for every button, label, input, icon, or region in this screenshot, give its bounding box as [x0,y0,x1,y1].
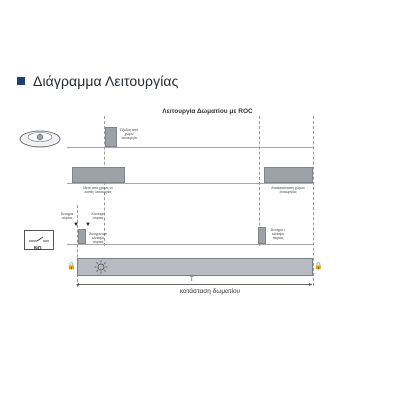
arrow-left-icon: ◂ [76,282,80,288]
row2-left-block [72,167,125,183]
diagram-subtitle: Λειτουργία Δωματίου με ROC [162,108,253,115]
room-state-bar [77,258,313,276]
row3-note-d: Άνοιγμα / κλείσιμο πόρτας [270,228,286,240]
marker-line-3 [259,116,260,246]
ceiling-sensor-icon [19,130,61,148]
row3-arrow-b: ▼ [85,222,91,228]
no-label: NO [34,246,42,252]
state-label: κατάσταση δωματίου [179,288,241,295]
marker-line-1 [77,205,78,287]
row3-baseline [67,244,313,245]
row2-left-note: Μετά από χρόνο, οι λοιπές λειτουργίες [83,186,113,194]
row2-right-block [264,167,313,183]
arrow-right-icon: ▸ [309,282,313,288]
row3-note-c: Άνοιγμα και κλείσιμο πόρτας [89,232,107,244]
row3-pulse-right [258,227,266,244]
row1-pulse [105,127,117,147]
lock-icon-right: 🔒 [314,263,323,270]
sun-icon [94,260,108,274]
title-text: Διάγραμμα Λειτουργίας [33,73,179,89]
row1-note: Έξοδος από χώρο/ λειτουργία [119,128,139,140]
row2-right-note: Αποκατάσταση χώρου λειτουργίας [271,186,305,194]
row2-baseline [67,183,313,184]
row3-arrow-a: ▼ [73,222,79,228]
t-label: T [190,277,194,283]
door-contact-icon [24,230,54,250]
row1-baseline [67,147,313,148]
marker-line-4 [313,116,314,286]
lock-icon: 🔒 [67,263,76,270]
title-square-icon [17,77,25,85]
row3-note-a: Άνοιγμα πόρτας [60,212,74,220]
row3-pulse-left [78,229,86,244]
row3-note-b: Κλείσιμο πόρτας [91,212,105,220]
duration-arrow [78,284,312,285]
diagram-title: Διάγραμμα Λειτουργίας [17,72,178,90]
